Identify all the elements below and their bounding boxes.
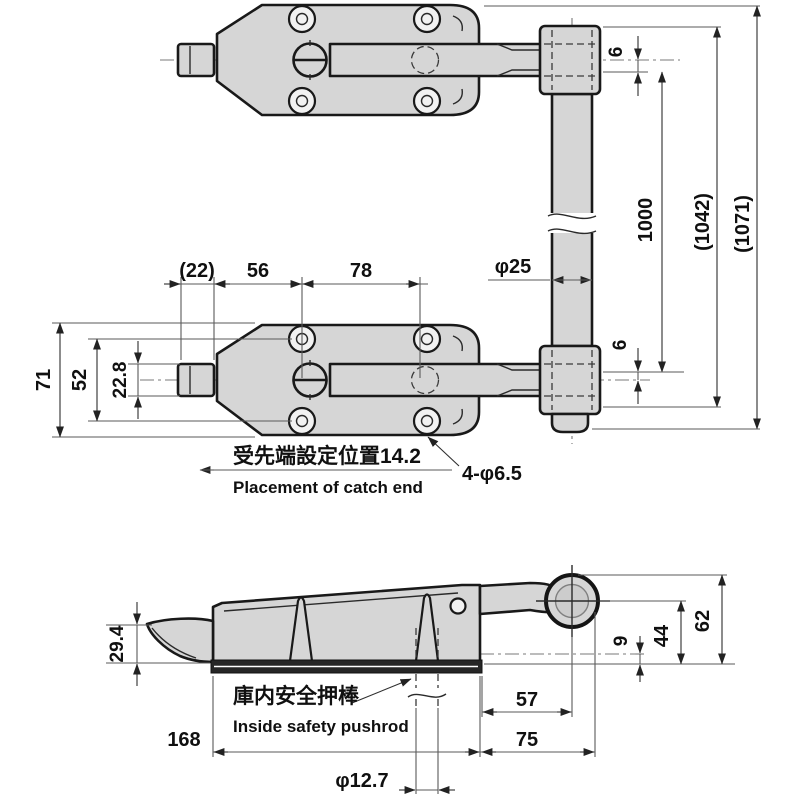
hidden-hole [410, 45, 440, 75]
bolt-head [176, 362, 216, 398]
ext-lines-vertical-dims [52, 322, 292, 438]
pivot-hole [449, 597, 467, 615]
side-view [145, 565, 648, 707]
ext-lines-168 [212, 676, 481, 757]
dim-label-71: 71 [33, 369, 55, 391]
dim-label-9: 9 [611, 636, 632, 647]
upper-bracket-hidden-lines [544, 30, 596, 90]
dim-label-phi12-7: φ12.7 [335, 770, 388, 792]
side-body [211, 583, 482, 665]
mounting-hole-inner [295, 12, 309, 26]
side-body-inner-edge [223, 592, 459, 612]
dim-label-29-4: 29.4 [107, 625, 128, 662]
bolt-neck-detail [496, 363, 545, 397]
note-catch-jp: 受先端設定位置14.2 [233, 444, 421, 468]
pushrod-break [407, 693, 447, 698]
middle-latch [176, 323, 550, 437]
dim-label-1042: (1042) [692, 193, 714, 251]
ext-lines-29-4 [106, 624, 210, 664]
top-latch [176, 3, 550, 117]
dim-label-1000: 1000 [635, 198, 657, 243]
mounting-hole-inner [420, 414, 434, 428]
dim-label-22-8: 22.8 [110, 362, 131, 399]
dim-label-6-top: 6 [606, 47, 627, 58]
body-corner-detail [452, 335, 463, 352]
mounting-hole-inner [420, 332, 434, 346]
wedge-catch [145, 617, 215, 664]
dim-label-52: 52 [69, 369, 91, 391]
knob-crosshair [536, 565, 610, 637]
holes-leader [427, 436, 460, 467]
mounting-hole [287, 86, 317, 116]
ext-lines-phi12-7 [415, 708, 439, 794]
rod-foot [550, 412, 590, 434]
note-pushrod-en: Inside safety pushrod [233, 717, 409, 736]
dimensions-side: 29.4 庫内安全押棒 Inside safety pushrod 168 75… [106, 574, 735, 794]
dimensions-upper: 6 1000 (1042) (1071) 6 φ25 [484, 5, 761, 430]
rod-lower-bracket [538, 344, 602, 416]
body-corner-detail [452, 15, 463, 32]
mounting-hole [412, 86, 442, 116]
mounting-hole-inner [420, 94, 434, 108]
dim-label-4-phi6-5: 4-φ6.5 [462, 463, 522, 485]
dim-label-phi25: φ25 [495, 256, 532, 278]
bolt-neck-detail [496, 43, 545, 77]
mounting-hole-inner [420, 12, 434, 26]
dim-label-78: 78 [350, 260, 372, 282]
mounting-hole-inner [295, 94, 309, 108]
dim-label-168: 168 [167, 729, 200, 751]
rib [414, 593, 440, 663]
mounting-hole [412, 406, 442, 436]
rib [288, 596, 314, 663]
hidden-hole [410, 365, 440, 395]
wedge-inner-curve [151, 627, 197, 659]
vertical-rod-assembly [538, 24, 602, 434]
pushrod-leader [351, 678, 412, 704]
dim-label-44: 44 [651, 624, 673, 647]
mounting-hole [287, 4, 317, 34]
dimensions-latch: (22) 56 78 71 52 22.8 [33, 260, 428, 438]
mounting-hole-inner [295, 414, 309, 428]
dim-label-75: 75 [516, 729, 538, 751]
mounting-hole [412, 4, 442, 34]
ext-lines-57 [481, 637, 573, 717]
ext-lines-horizontal-dims [180, 277, 421, 378]
note-pushrod-jp: 庫内安全押棒 [233, 684, 360, 708]
dim-label-6-bottom: 6 [610, 340, 631, 351]
lower-bracket-hidden-lines [544, 350, 596, 410]
rod-break-line [547, 228, 597, 235]
dim-label-22: (22) [179, 260, 215, 282]
rod-upper-bracket [538, 24, 602, 96]
mounting-hole [412, 324, 442, 354]
dim-label-56: 56 [247, 260, 269, 282]
body-corner-detail [452, 88, 463, 105]
body-corner-detail [452, 408, 463, 425]
dim-label-62: 62 [692, 610, 714, 632]
dim-label-57: 57 [516, 689, 538, 711]
mounting-hole [287, 406, 317, 436]
bolt-head [176, 42, 216, 78]
catch-annotation: 受先端設定位置14.2 Placement of catch end 4-φ6.… [199, 436, 522, 497]
note-catch-en: Placement of catch end [233, 478, 423, 497]
rod-break-line [547, 213, 597, 220]
dim-label-1071: (1071) [732, 195, 754, 253]
pushrod-hidden-lines [415, 628, 439, 707]
